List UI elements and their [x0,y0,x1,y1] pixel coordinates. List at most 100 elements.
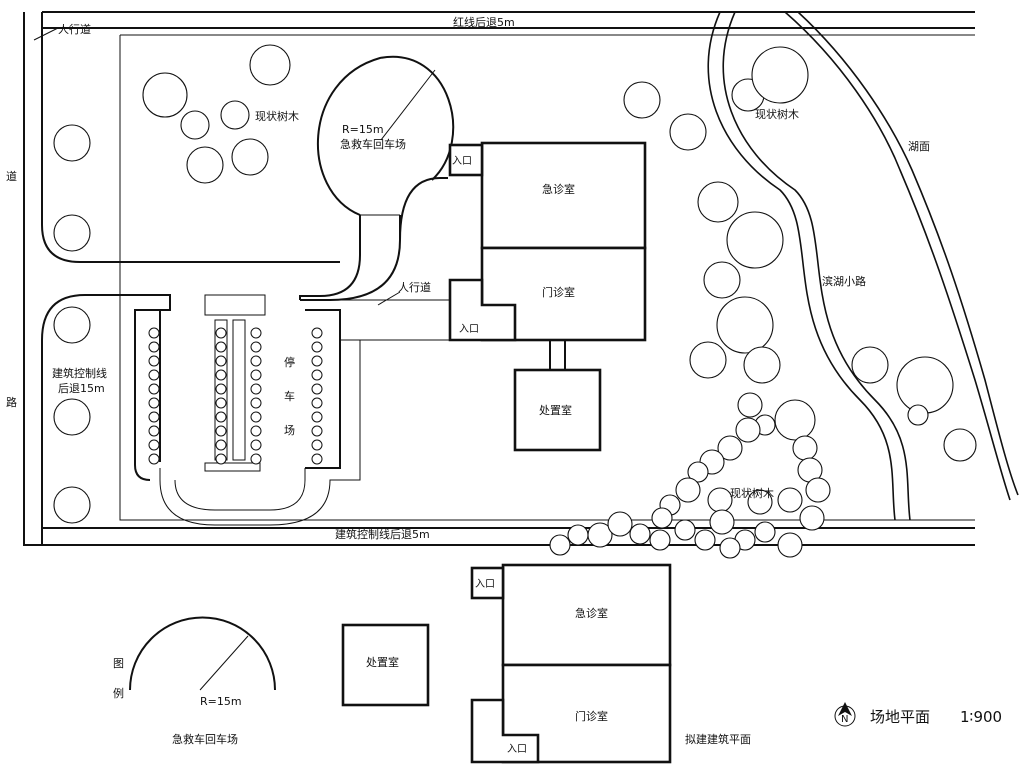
parking-stall-3-8 [250,425,262,437]
tree-29 [805,477,831,503]
label-setback-bottom: 建筑控制线后退5m [335,527,430,541]
parking-stall-3-7 [250,411,262,423]
tree-15 [751,46,809,104]
parking-stall-2-4 [215,369,227,381]
tree-23 [896,356,954,414]
parking-stall-4-5 [311,383,323,395]
tree-13 [669,113,707,151]
legend-treatment-room [341,623,430,707]
entry-emergency [448,143,484,177]
label-road-2: 路 [6,396,17,409]
parking-stall-4-9 [311,439,323,451]
tree-54 [777,532,803,558]
legend-outpatient: 门诊室 [575,709,608,723]
north-label: N [841,714,848,725]
parking-stall-2-8 [215,425,227,437]
parking-stall-3-9 [250,439,262,451]
label-trees-top-right: 现状树木 [755,107,799,121]
tree-40 [777,487,803,513]
tree-41 [799,505,825,531]
label-treatment: 处置室 [539,403,572,417]
parking-stall-1-10 [148,453,160,465]
parking-stall-1-5 [148,383,160,395]
parking-stall-4-1 [311,327,323,339]
parking-stall-3-3 [250,355,262,367]
parking-stall-2-7 [215,411,227,423]
tree-27 [792,435,818,461]
tree-17 [726,211,784,269]
label-sidewalk-top: 人行道 [58,22,91,36]
label-lake: 湖面 [908,140,930,153]
legend-radius: R=15m [200,695,242,708]
label-trees-top: 现状树木 [255,109,299,123]
tree-50 [694,529,716,551]
tree-21 [743,346,781,384]
label-turnaround: 急救车回车场 [340,137,406,151]
drawing-title: 场地平面 [870,708,930,726]
parking-stall-1-3 [148,355,160,367]
parking-stall-1-8 [148,425,160,437]
tree-2 [180,110,210,140]
legend-turnaround: 急救车回车场 [172,732,238,746]
parking-stall-3-10 [250,453,262,465]
tree-4 [220,100,250,130]
label-parking-1: 停 [284,355,295,369]
parking-stall-3-5 [250,383,262,395]
parking-stall-2-6 [215,397,227,409]
label-setback-top: 红线后退5m [453,15,515,29]
tree-9 [53,306,91,344]
parking-lot [130,294,361,526]
tree-39 [747,489,773,515]
legend-labels: 图 例 R=15m 急救车回车场 处置室 急诊室 门诊室 入口 入口 拟建建筑平… [113,579,751,755]
parking-stall-4-7 [311,411,323,423]
legend-title-2: 例 [113,686,124,700]
legend-title-1: 图 [113,657,124,670]
tree-24 [907,404,929,426]
tree-25 [943,428,977,462]
tree-22 [851,346,889,384]
tree-5 [231,138,269,176]
legend-proposed: 拟建建筑平面 [685,732,751,746]
legend-emergency: 急诊室 [575,606,608,620]
legend-entry-2: 入口 [507,744,527,755]
parking-stall-1-1 [148,327,160,339]
label-trees-bottom: 现状树木 [730,486,774,500]
parking-stall-1-6 [148,397,160,409]
tree-53 [754,521,776,543]
tree-47 [651,507,673,529]
parking-stall-2-10 [215,453,227,465]
parking-stall-1-7 [148,411,160,423]
emergency-room [480,141,647,250]
parking-stall-1-4 [148,369,160,381]
legend-treatment: 处置室 [366,655,399,669]
label-setback-left-1: 建筑控制线 [52,366,107,380]
tree-43 [567,524,589,546]
parking-stall-2-2 [215,341,227,353]
legend-entry-emergency [470,566,505,600]
drawing-scale: 1∶900 [960,708,1002,726]
parking-stall-4-4 [311,369,323,381]
label-lake-path: 滨湖小路 [822,274,866,288]
parking-stall-3-4 [250,369,262,381]
parking-stall-4-6 [311,397,323,409]
existing-trees [53,44,977,559]
tree-35 [687,461,709,483]
parking-stall-3-6 [250,397,262,409]
setback-lines [119,34,975,521]
entry-outpatient [448,278,517,342]
parking-stall-4-2 [311,341,323,353]
label-parking-3: 场 [284,423,295,437]
label-entry-1: 入口 [452,156,472,167]
tree-26 [774,399,816,441]
label-parking-2: 车 [284,389,295,403]
tree-32 [735,417,761,443]
parking-stall-2-9 [215,439,227,451]
parking-stall-1-2 [148,341,160,353]
tree-6 [249,44,291,86]
parking-stall-4-3 [311,355,323,367]
tree-11 [53,486,91,524]
tree-49 [674,519,696,541]
tree-7 [53,124,91,162]
tree-10 [53,398,91,436]
